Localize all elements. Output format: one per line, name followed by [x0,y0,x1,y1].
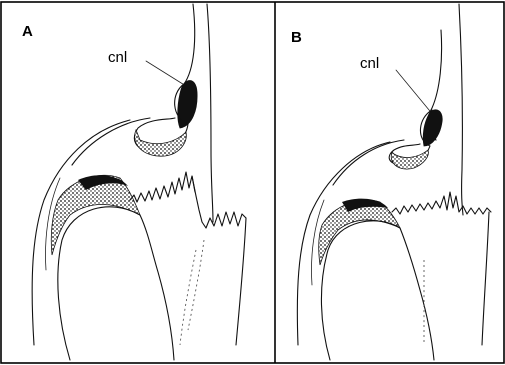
panel-a-stem-right-edge [207,4,213,222]
panel-b-cavity-left [321,221,400,360]
panel-a-cavity-left [58,207,140,360]
panel-a-cnl-leader [146,61,186,86]
panel-b-outer-arch [297,142,390,345]
panel-b-cnl-leader [396,70,434,116]
panel-b-suture [392,192,491,214]
panel-a-right-edge [236,218,246,345]
panel-a-suture-upper [130,172,195,202]
panel-a-suture-lower [192,176,246,228]
panel-b-letter: B [291,29,302,46]
panel-b-stem-right-edge [459,4,463,215]
panel-a-hook-stipple [135,130,187,156]
panel-b-right-edge [482,212,489,345]
panel-a-letter: A [22,23,33,40]
panel-a-cavity-right [140,215,174,360]
panel-b: B cnl [291,4,491,360]
panel-b-cnl-label: cnl [360,55,379,72]
panel-a-dotted-line-1 [180,250,196,345]
panel-a: A cnl [22,4,246,360]
panel-a-cnl-label: cnl [108,49,127,66]
panel-a-cap-stipple [51,175,140,255]
panel-b-cap-stipple [319,200,400,265]
panel-b-cavity-right [400,228,434,360]
panel-b-hook-stipple [391,150,428,169]
panel-a-dotted-line-2 [188,240,204,330]
